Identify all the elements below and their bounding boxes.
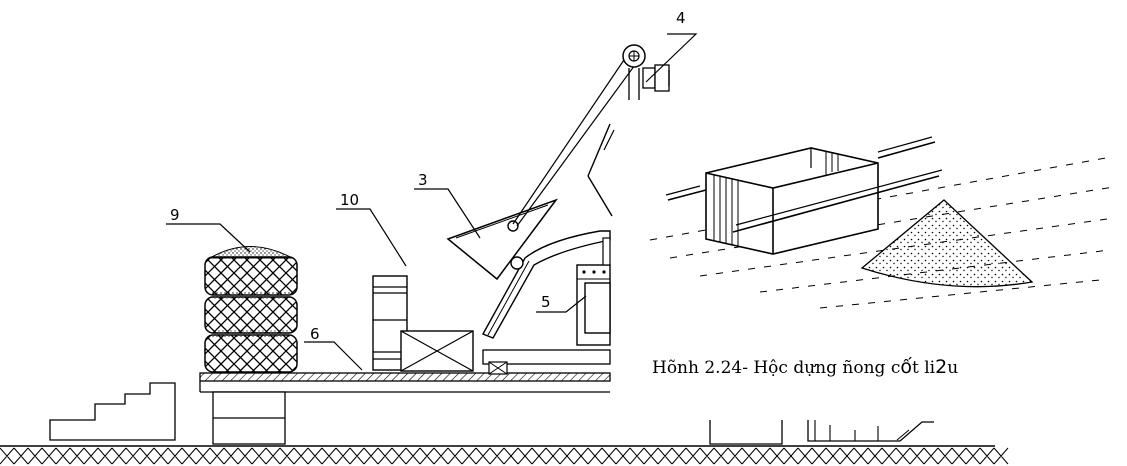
figure-caption: Hõnh 2.24- Hộc dựng ñong cốt li2u	[652, 356, 958, 378]
stairs	[49, 382, 176, 441]
guide-rails	[587, 123, 615, 217]
leader-lines	[166, 33, 698, 371]
crossed-box	[400, 330, 474, 372]
machine-housing	[576, 237, 611, 346]
label-10: 10	[340, 191, 359, 209]
label-3: 3	[418, 171, 428, 189]
label-6: 6	[310, 325, 320, 343]
baskets-stack	[204, 246, 298, 373]
skip-bucket	[446, 198, 559, 281]
ground	[0, 445, 1009, 465]
platform	[199, 372, 611, 445]
caption-text-3: t li	[911, 358, 936, 378]
caption-text-2: ố	[900, 356, 912, 378]
mixer-base	[482, 230, 611, 375]
label-4: 4	[676, 9, 686, 27]
hoist	[512, 44, 670, 227]
lower-right-structure	[709, 420, 934, 445]
caption-text-4: 2	[935, 356, 948, 378]
label-9: 9	[170, 206, 180, 224]
label-5: 5	[541, 293, 551, 311]
caption-text-5: u	[947, 358, 959, 378]
caption-text-1: Hõnh 2.24- Hộc dựng ñong c	[652, 358, 901, 378]
measuring-box	[665, 136, 943, 255]
aggregate-pile	[860, 199, 1034, 288]
